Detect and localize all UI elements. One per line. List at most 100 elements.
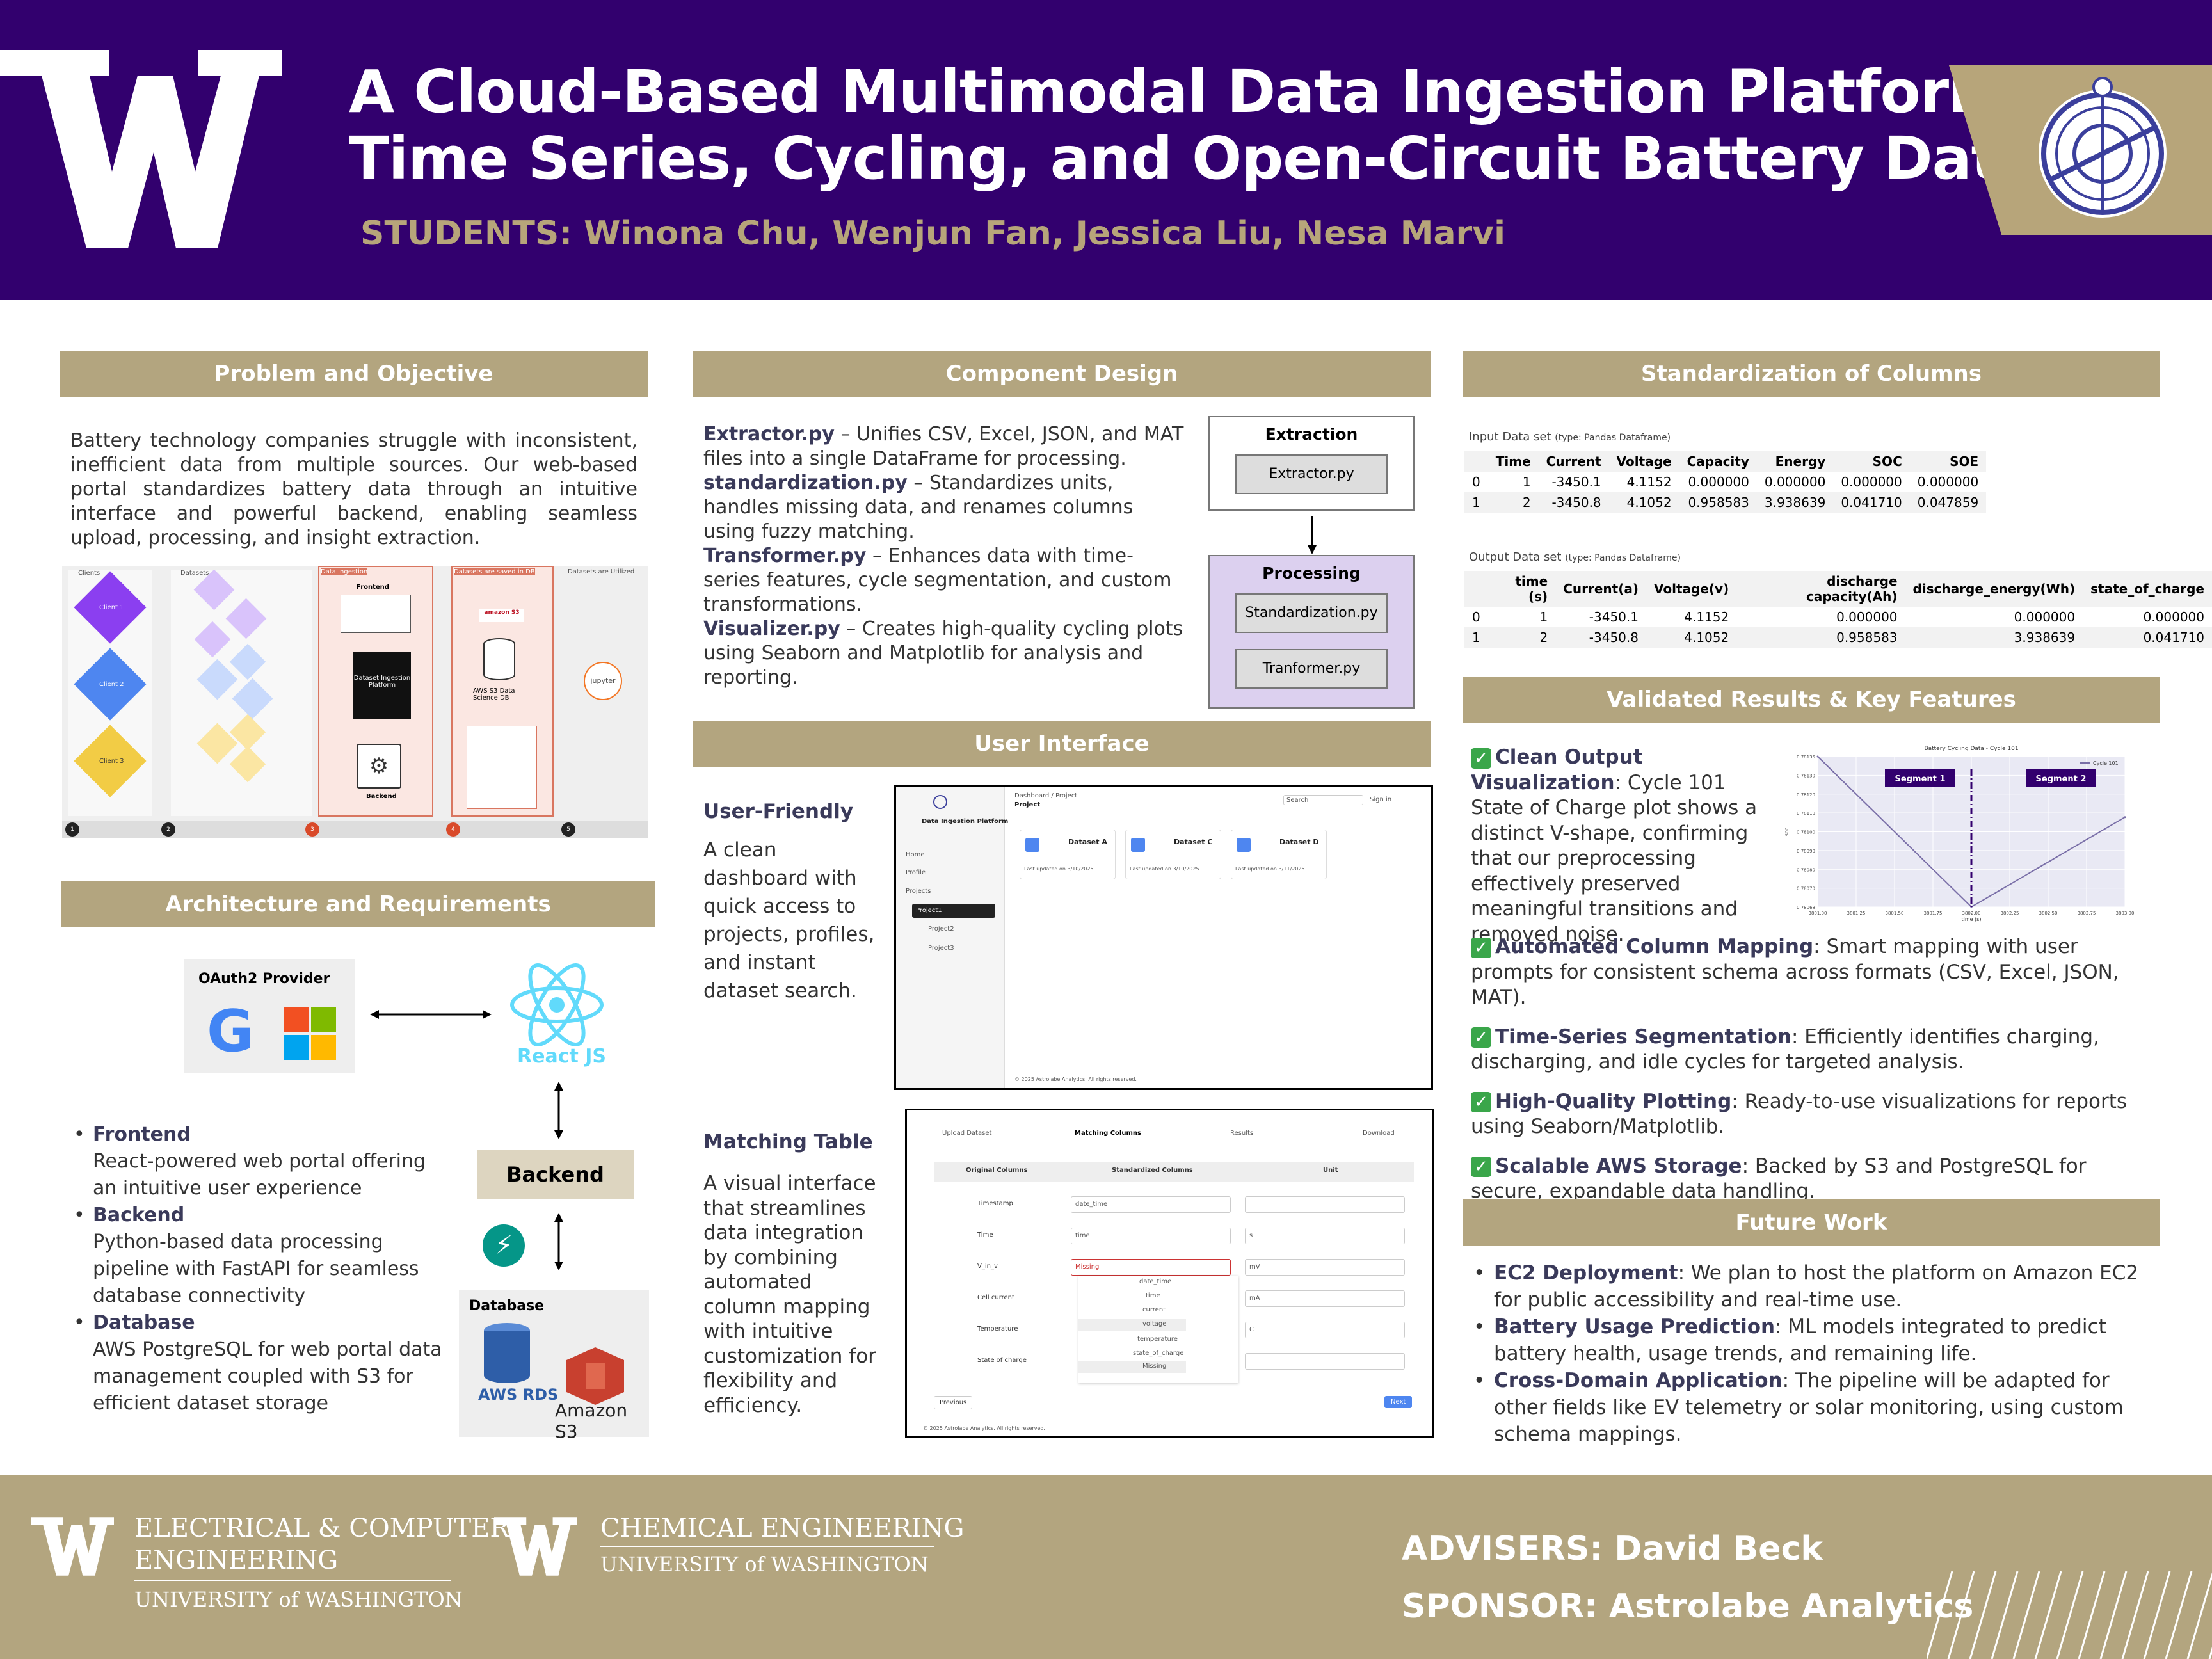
match-previous-button[interactable]: Previous — [934, 1396, 973, 1409]
user-friendly-desc: A clean dashboard with quick access to p… — [703, 838, 875, 1002]
dash-project-1[interactable]: Project1 — [912, 904, 995, 918]
chart-x-tick: 3801.75 — [1924, 911, 1943, 916]
df-cell: 0 — [1472, 474, 1480, 490]
footer-stripe — [2121, 1571, 2149, 1659]
match-original-name: State of charge — [977, 1357, 1027, 1364]
df-cell: 0.000000 — [1841, 474, 1902, 490]
df-cell: 0.000000 — [2014, 609, 2076, 625]
dataset-card-d[interactable]: Dataset D Last updated on 3/11/2025 — [1231, 830, 1327, 879]
dash-search-input[interactable]: Search — [1283, 795, 1363, 805]
matching-table-desc: A visual interface that streamlines data… — [703, 1172, 876, 1417]
future-item-cross-domain: •Cross-Domain Application: The pipeline … — [1473, 1369, 2124, 1446]
che-line1: CHEMICAL ENGINEERING — [600, 1514, 965, 1543]
ece-line2: ENGINEERING — [134, 1546, 339, 1575]
df-header-cell: Current — [1538, 451, 1609, 472]
match-standardized-select[interactable]: Missing — [1071, 1259, 1231, 1276]
dataset-card-c[interactable]: Dataset C Last updated on 3/10/2025 — [1125, 830, 1221, 879]
results-list: ✓Automated Column Mapping: Smart mapping… — [1471, 934, 2149, 1205]
database-box: Database AWS RDS Amazon S3 — [459, 1290, 649, 1442]
col-consumers: Datasets are Utilized — [568, 568, 635, 575]
df-cell: 0.000000 — [1688, 474, 1749, 490]
match-standardized-select[interactable]: time — [1071, 1228, 1231, 1244]
df-cell: 0.041710 — [1833, 492, 1910, 513]
match-step-upload: Upload Dataset — [942, 1130, 992, 1137]
standardization-heading: Standardization of Columns — [1463, 351, 2160, 397]
df-header-cell — [1464, 451, 1488, 472]
chart-segment-label-box — [1885, 769, 1955, 787]
google-icon: G — [207, 998, 254, 1065]
match-next-button[interactable]: Next — [1384, 1396, 1413, 1408]
df-header-cell: SOC — [1833, 451, 1910, 472]
match-unit-select[interactable]: mA — [1245, 1290, 1405, 1307]
df-cell: 4.1052 — [1608, 492, 1679, 513]
sponsor: SPONSOR: Astrolabe Analytics — [1402, 1587, 1974, 1626]
aws-rds-label: AWS RDS — [478, 1386, 559, 1404]
df-header-cell: Voltage(v) — [1646, 571, 1737, 607]
chart-x-tick: 3802.50 — [2039, 911, 2058, 916]
footer-stripe — [2012, 1571, 2040, 1659]
df-header-cell: discharge_energy(Wh) — [1905, 571, 2083, 607]
df-cell: 4.1152 — [1626, 474, 1672, 490]
dash-nav-projects[interactable]: Projects — [906, 888, 931, 895]
df-header-cell: Time — [1487, 451, 1539, 472]
match-unit-select[interactable]: mV — [1245, 1259, 1405, 1276]
df-header-row: time (s)Current(a)Voltage(v)discharge ca… — [1464, 571, 2212, 607]
microsoft-icon — [284, 1007, 336, 1060]
chart-y-tick: 0.78110 — [1797, 811, 1815, 816]
che-line2: UNIVERSITY of WASHINGTON — [600, 1552, 929, 1576]
dataset-card-a[interactable]: Dataset A Last updated on 3/10/2025 — [1020, 830, 1116, 879]
match-unit-select[interactable] — [1245, 1196, 1405, 1213]
chart-y-tick: 0.78090 — [1797, 849, 1815, 854]
match-unit-select[interactable]: s — [1245, 1228, 1405, 1244]
component-transformer: Transformer.py – Enhances data with time… — [703, 545, 1172, 616]
dash-project-2[interactable]: Project2 — [928, 926, 954, 933]
dash-logo-icon — [933, 795, 947, 809]
react-icon — [510, 963, 604, 1046]
match-unit-select[interactable]: C — [1245, 1322, 1405, 1338]
ece-line1: ELECTRICAL & COMPUTER — [134, 1514, 509, 1543]
dash-nav-profile[interactable]: Profile — [906, 869, 926, 876]
df-cell: 0.958583 — [1736, 627, 1905, 648]
chart-segment-label-box — [2026, 769, 2096, 787]
standardization-box: Standardization.py — [1235, 593, 1388, 633]
input-label: Input Data set (type: Pandas Dataframe) — [1469, 430, 1671, 444]
component-list: Extractor.py – Unifies CSV, Excel, JSON,… — [703, 422, 1190, 690]
col-ingestion: Data Ingestion — [321, 568, 368, 575]
react-label: React JS — [517, 1045, 607, 1068]
chart-y-label: soc — [1784, 828, 1790, 836]
check-icon: ✓ — [1471, 1027, 1491, 1048]
df-cell: -3450.8 — [1555, 627, 1646, 648]
match-standardized-select[interactable]: date_time — [1071, 1196, 1231, 1213]
chart-point — [2124, 816, 2126, 819]
dash-nav-home[interactable]: Home — [906, 851, 925, 858]
df-header-cell: Voltage — [1608, 451, 1679, 472]
step-1: 1 — [65, 822, 79, 837]
footer-stripe — [2165, 1571, 2193, 1659]
ece-line3: UNIVERSITY of WASHINGTON — [134, 1587, 463, 1612]
client-2: Client 2 — [99, 681, 124, 688]
df-cell: 2 — [1487, 627, 1556, 648]
match-unit-select[interactable] — [1245, 1353, 1405, 1370]
footer-stripe — [1969, 1571, 1997, 1659]
chart-x-tick: 3802.00 — [1962, 911, 1981, 916]
match-col-unit: Unit — [1323, 1167, 1338, 1174]
df-cell: 0 — [1472, 609, 1480, 625]
backend-label: Backend — [366, 793, 397, 800]
step-4: 4 — [446, 822, 460, 837]
uw-w-logo-ece — [31, 1517, 114, 1576]
footer-stripe — [1991, 1571, 2019, 1659]
dash-page-title: Project — [1014, 801, 1041, 808]
results-heading: Validated Results & Key Features — [1463, 677, 2160, 723]
dash-signin[interactable]: Sign in — [1370, 796, 1392, 803]
uw-w-logo — [0, 50, 282, 248]
dash-project-3[interactable]: Project3 — [928, 945, 954, 952]
client-3: Client 3 — [99, 758, 124, 765]
footer-stripe — [2143, 1571, 2171, 1659]
aws-db-label: AWS S3 Data Science DB — [473, 687, 515, 701]
result-item-column-mapping: ✓Automated Column Mapping: Smart mapping… — [1471, 935, 2119, 1009]
match-col-original: Original Columns — [966, 1167, 1028, 1174]
check-icon: ✓ — [1471, 1157, 1491, 1177]
dash-copyright: © 2025 Astrolabe Analytics. All rights r… — [1014, 1077, 1137, 1082]
